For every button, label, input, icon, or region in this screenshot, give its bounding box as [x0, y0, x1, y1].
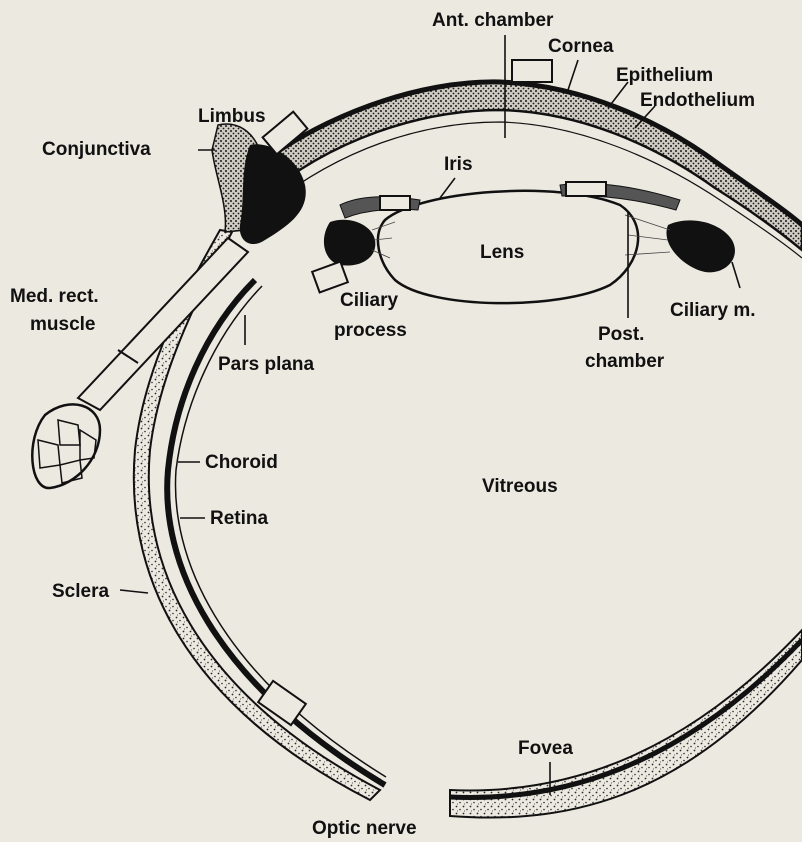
label-cornea: Cornea: [548, 36, 614, 57]
label-med-rect-muscle: muscle: [30, 314, 95, 335]
label-ciliary-process-2: process: [334, 320, 407, 341]
label-choroid: Choroid: [205, 452, 278, 473]
label-iris: Iris: [444, 154, 473, 175]
label-limbus: Limbus: [198, 106, 266, 127]
lead-sclera: [120, 590, 148, 593]
label-epithelium: Epithelium: [616, 65, 713, 86]
label-post-chamber: Post.: [598, 324, 644, 345]
box-iris: [380, 196, 410, 210]
label-post-chamber-2: chamber: [585, 351, 665, 372]
ciliary-body-right: [666, 220, 734, 272]
label-endothelium: Endothelium: [640, 90, 755, 111]
ciliary-body-left: [324, 220, 375, 266]
label-ant-chamber: Ant. chamber: [432, 10, 554, 31]
label-retina: Retina: [210, 508, 269, 529]
label-sclera: Sclera: [52, 581, 109, 602]
label-lens: Lens: [480, 242, 524, 263]
box-ciliary: [312, 262, 348, 293]
label-fovea: Fovea: [518, 738, 573, 759]
label-ciliary-m: Ciliary m.: [670, 300, 756, 321]
lead-ciliary-m: [732, 262, 740, 288]
box-post-chamber: [566, 182, 606, 196]
label-vitreous: Vitreous: [482, 476, 558, 497]
posterior-wall: [450, 630, 802, 818]
box-cornea: [512, 60, 552, 82]
lead-iris: [440, 178, 455, 198]
label-optic-nerve: Optic nerve: [312, 818, 417, 839]
label-ciliary-process: Ciliary: [340, 290, 399, 311]
label-conjunctiva: Conjunctiva: [42, 139, 151, 160]
label-med-rect: Med. rect.: [10, 286, 99, 307]
lead-cornea: [568, 60, 578, 90]
muscle-end: [32, 404, 100, 488]
label-pars-plana: Pars plana: [218, 354, 315, 375]
